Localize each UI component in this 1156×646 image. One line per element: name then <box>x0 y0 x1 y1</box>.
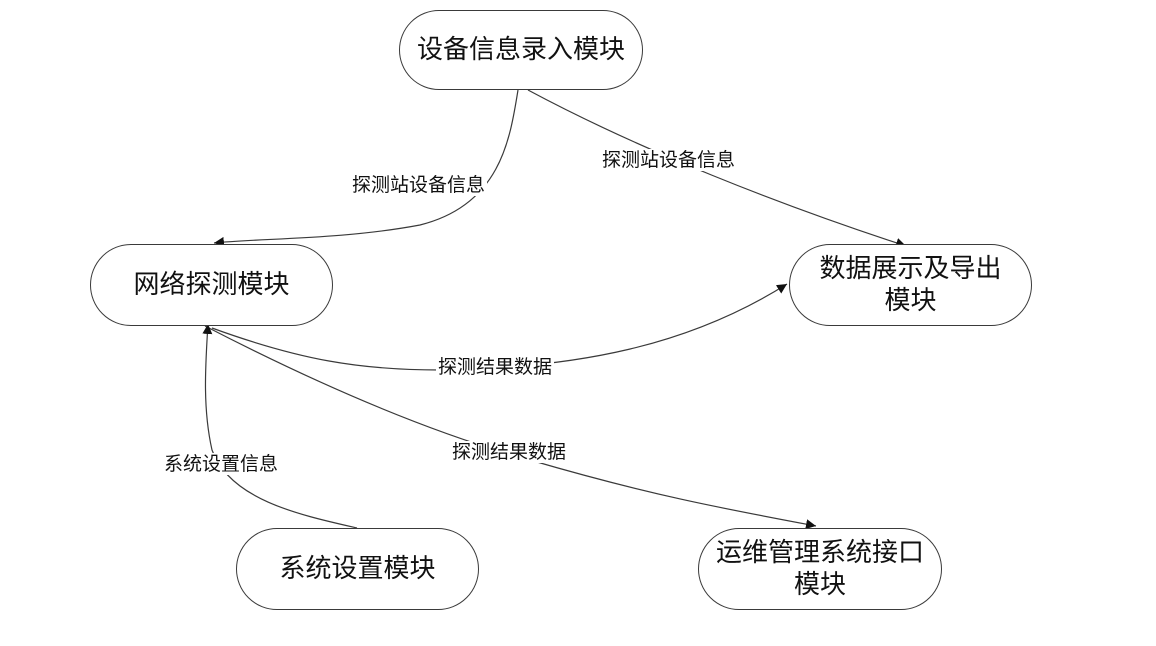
node-device-info-input: 设备信息录入模块 <box>399 10 643 90</box>
edge-label-probe-to-ops: 探测结果数据 <box>450 441 569 463</box>
node-data-display-export: 数据展示及导出 模块 <box>789 244 1032 326</box>
edge-settings-to-probe <box>202 323 358 529</box>
node-ops-management-interface-line2: 模块 <box>793 570 846 600</box>
node-network-probe-label: 网络探测模块 <box>133 270 290 300</box>
node-data-display-export-line1: 数据展示及导出 <box>819 254 1002 284</box>
node-ops-management-interface-line1: 运维管理系统接口 <box>715 538 924 568</box>
edge-device-to-display <box>527 89 907 248</box>
edge-device-to-probe <box>213 89 519 247</box>
node-device-info-input-label: 设备信息录入模块 <box>416 35 625 65</box>
edge-label-settings-to-probe: 系统设置信息 <box>162 453 281 475</box>
node-ops-management-interface: 运维管理系统接口 模块 <box>698 528 942 610</box>
node-system-settings: 系统设置模块 <box>236 528 479 610</box>
node-network-probe: 网络探测模块 <box>90 244 333 326</box>
edge-label-device-to-probe: 探测站设备信息 <box>350 174 488 196</box>
node-system-settings-label: 系统设置模块 <box>279 554 436 584</box>
edge-label-device-to-display: 探测站设备信息 <box>600 149 738 171</box>
node-data-display-export-line2: 模块 <box>884 286 937 316</box>
edge-label-probe-to-display: 探测结果数据 <box>436 356 555 378</box>
